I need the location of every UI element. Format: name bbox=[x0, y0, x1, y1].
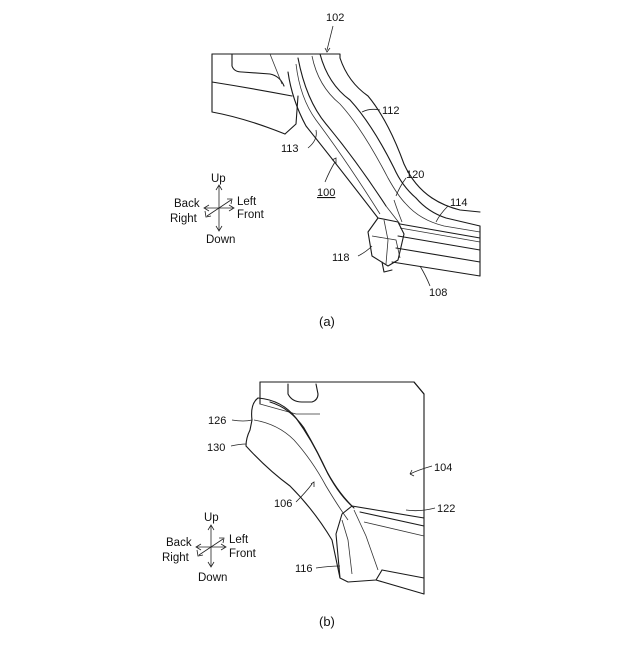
dir-right-b: Right bbox=[162, 552, 190, 564]
direction-indicator-b: Up Back Left Right Front Down bbox=[162, 512, 257, 584]
pillar-drawing-b bbox=[246, 382, 424, 594]
dir-front-a: Front bbox=[237, 209, 265, 221]
label-104: 104 bbox=[434, 462, 452, 474]
dir-left-b: Left bbox=[229, 534, 249, 546]
caption-b: (b) bbox=[319, 614, 335, 629]
caption-a: (a) bbox=[319, 314, 335, 329]
pillar-drawing-a bbox=[212, 54, 480, 276]
label-126: 126 bbox=[208, 415, 226, 427]
panel-a: 102 112 113 100 120 114 118 108 Up Back … bbox=[170, 12, 480, 329]
label-116: 116 bbox=[295, 563, 313, 575]
dir-back-b: Back bbox=[166, 537, 192, 549]
dir-up-a: Up bbox=[211, 173, 226, 185]
direction-indicator-a: Up Back Left Right Front Down bbox=[170, 173, 265, 246]
dir-left-a: Left bbox=[237, 196, 257, 208]
panel-b: 126 130 104 106 122 116 Up Back Left Rig… bbox=[162, 382, 455, 629]
label-100: 100 bbox=[317, 187, 335, 199]
label-106: 106 bbox=[274, 498, 292, 510]
dir-back-a: Back bbox=[174, 198, 200, 210]
leaders-a bbox=[308, 26, 448, 286]
label-113: 113 bbox=[281, 143, 299, 155]
label-120: 120 bbox=[406, 169, 424, 181]
label-112: 112 bbox=[382, 105, 400, 117]
dir-down-a: Down bbox=[206, 234, 235, 246]
dir-down-b: Down bbox=[198, 572, 227, 584]
label-122: 122 bbox=[437, 503, 455, 515]
label-114: 114 bbox=[450, 197, 468, 209]
label-118: 118 bbox=[332, 252, 350, 264]
dir-right-a: Right bbox=[170, 213, 198, 225]
label-130: 130 bbox=[207, 442, 225, 454]
dir-up-b: Up bbox=[204, 512, 219, 524]
label-108: 108 bbox=[429, 287, 447, 299]
dir-front-b: Front bbox=[229, 548, 257, 560]
label-102: 102 bbox=[326, 12, 344, 24]
